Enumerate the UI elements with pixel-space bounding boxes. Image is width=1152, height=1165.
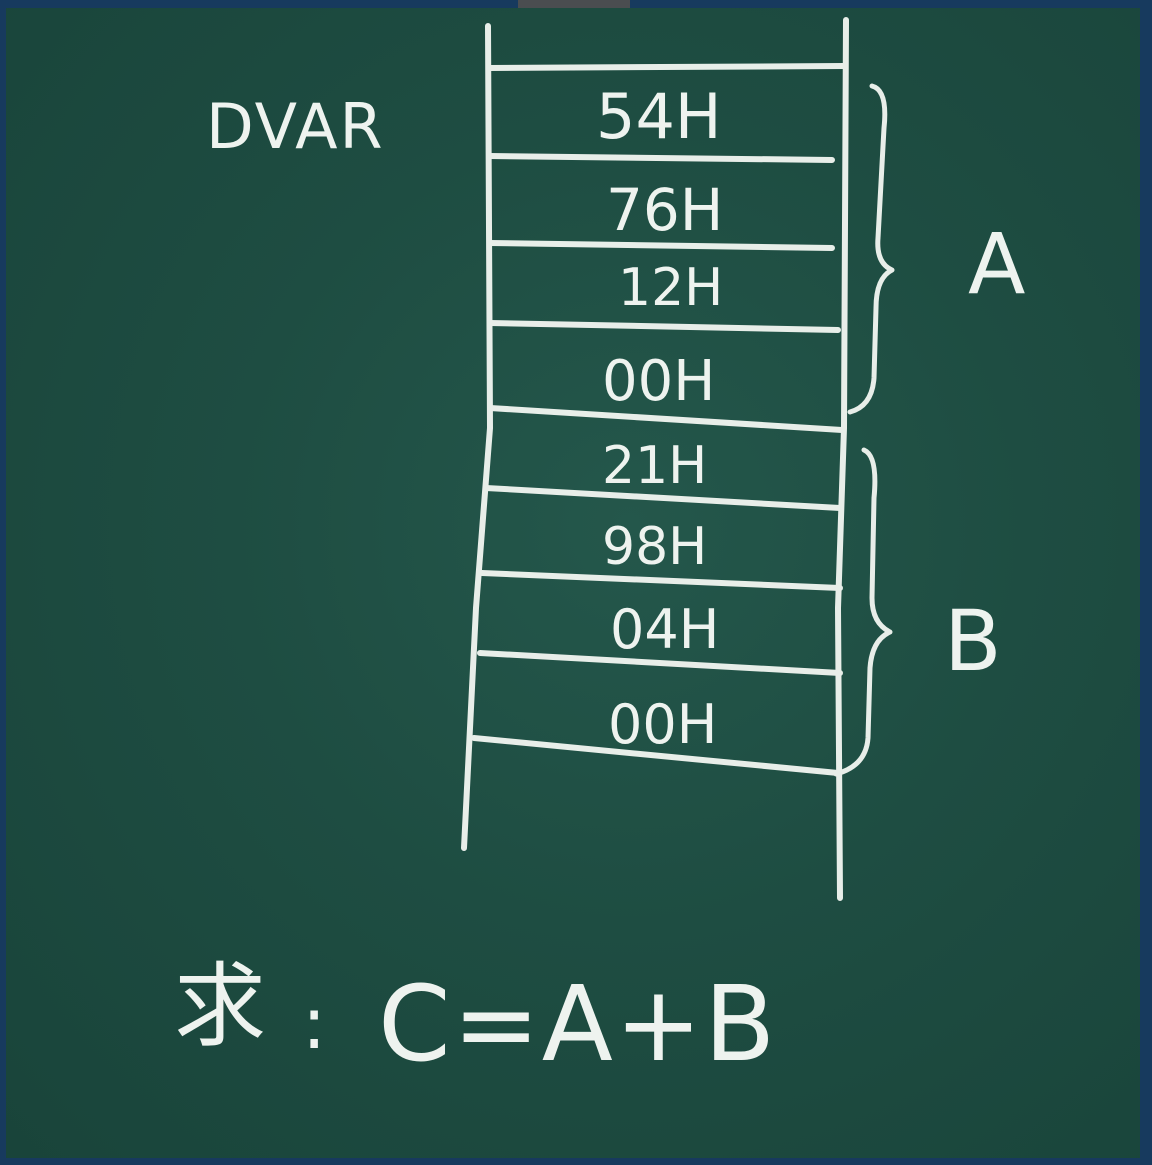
chalkboard: DVAR 54H 76H 12H 00H: [6, 8, 1140, 1158]
label-dvar: DVAR: [206, 90, 385, 163]
cell-value: 98H: [602, 517, 707, 577]
group-a-label: A: [968, 215, 1025, 313]
cell-value: 00H: [608, 693, 717, 756]
memory-diagram: DVAR 54H 76H 12H 00H: [174, 17, 1025, 1085]
brace-b: [833, 447, 893, 777]
cell-value: 04H: [610, 598, 719, 661]
cell-value: 54H: [596, 80, 722, 153]
top-notch: [518, 0, 630, 8]
rail-left: [461, 23, 493, 851]
cell-values: 54H 76H 12H 00H 21H 98H 04H 00H: [596, 80, 723, 756]
rail-right: [835, 17, 849, 901]
cell-value: 12H: [618, 258, 723, 318]
group-b-label: B: [944, 592, 1002, 690]
brace-a: [847, 83, 895, 415]
cell-value: 00H: [602, 349, 715, 414]
cell-value: 21H: [602, 436, 707, 496]
task-equation: C=A+B: [378, 963, 777, 1085]
task-prefix: 求: [174, 953, 266, 1060]
task-line: 求 : C=A+B: [174, 953, 777, 1085]
row-lines: [471, 63, 847, 776]
task-colon: :: [302, 981, 326, 1065]
cell-value: 76H: [606, 176, 723, 244]
